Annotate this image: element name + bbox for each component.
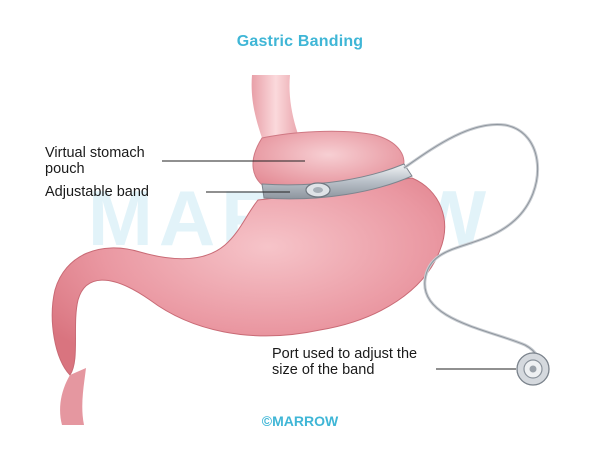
label-port-line2: size of the band — [272, 362, 375, 378]
label-pouch: Virtual stomach pouch — [45, 145, 145, 177]
diagram-title: Gastric Banding — [236, 33, 364, 50]
label-pouch-line2: pouch — [45, 161, 85, 177]
port-center — [529, 365, 537, 373]
esophagus — [251, 75, 300, 140]
copyright-footer: ©MARROW — [261, 413, 339, 429]
label-pouch-line1: Virtual stomach — [45, 145, 145, 161]
label-port: Port used to adjust the size of the band — [272, 346, 417, 378]
label-port-line1: Port used to adjust the — [272, 346, 418, 362]
label-band: Adjustable band — [45, 184, 149, 200]
band-buckle-center — [313, 187, 323, 193]
duodenum — [60, 368, 86, 425]
stomach-body — [51, 177, 446, 376]
adjustment-tube-outline — [403, 123, 538, 369]
